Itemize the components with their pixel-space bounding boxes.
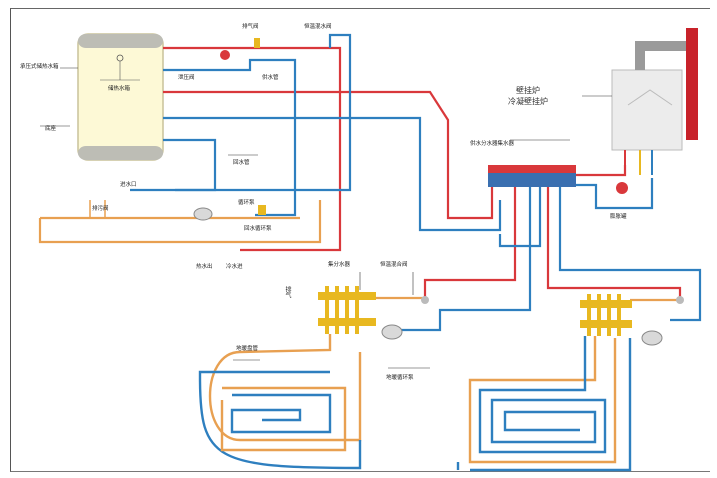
label-circ-pump: 回水循环泵 <box>244 226 272 232</box>
tank-pipes <box>130 33 502 252</box>
diagram-frame <box>10 8 710 472</box>
label-manifold-left: 集分水器 <box>328 262 351 268</box>
manifold-left <box>318 286 429 340</box>
label-mixing-valve: 恒温混合阀 <box>380 262 408 268</box>
manifold-right <box>580 294 684 346</box>
floor-coil-right <box>456 336 632 472</box>
label-boiler-sub: 冷凝壁挂炉 <box>508 97 548 106</box>
label-floor-coil: 地暖盘管 <box>236 346 259 352</box>
distributor <box>488 165 654 210</box>
label-return-pipe: 回水管 <box>233 160 250 166</box>
label-expansion-tank: 膨胀罐 <box>610 214 627 220</box>
label-supply-pipe: 供水管 <box>262 75 279 81</box>
label-drain-valve: 排污阀 <box>92 206 109 212</box>
label-outlet-a: 热水出 <box>196 264 213 270</box>
label-pump: 循环泵 <box>238 200 255 206</box>
label-manifold: 供水分水器集水器 <box>470 141 515 147</box>
wall-boiler <box>611 28 698 175</box>
label-tank-leg: 底座 <box>45 126 57 132</box>
storage-tank <box>77 33 164 161</box>
label-tank-name: 储热水箱 <box>108 86 131 92</box>
label-boiler-title: 壁挂炉 <box>516 86 540 95</box>
label-thermostatic-valve: 恒温混水阀 <box>304 24 332 30</box>
label-inlet: 进水口 <box>120 182 137 188</box>
leader-lines <box>40 67 612 369</box>
label-relief-valve: 泄压阀 <box>178 75 195 81</box>
label-exhaust-valve: 排气阀 <box>242 24 259 30</box>
label-outlet-b: 冷水进 <box>226 264 243 270</box>
label-exhaust-vertical: 排气 <box>284 286 291 298</box>
label-floor-pump: 地暖循环泵 <box>386 375 414 381</box>
floor-coil-left <box>198 334 362 470</box>
warm-loop <box>38 38 322 244</box>
branch-pipes <box>375 187 702 332</box>
label-tank-side: 承压式储热水箱 <box>20 64 59 70</box>
